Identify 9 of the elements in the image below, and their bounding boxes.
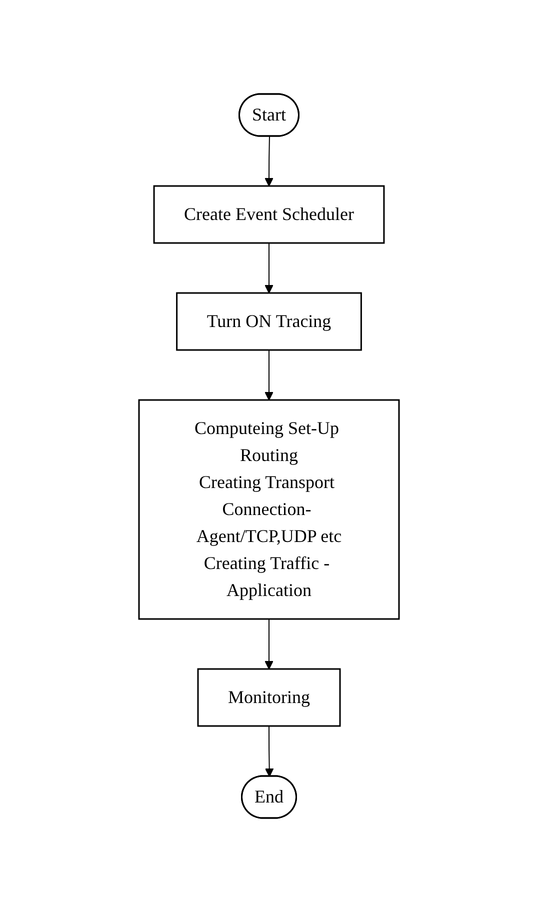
arrow <box>264 350 273 400</box>
arrow <box>264 618 273 670</box>
arrow <box>264 242 273 294</box>
node-box: Monitoring <box>196 668 340 727</box>
node-box: Computeing Set-Up Routing Creating Transport Connection- Agent/TCP,UDP etc Creating Traffic - Application <box>138 399 400 620</box>
arrow <box>264 726 274 777</box>
node-box: Create Event Scheduler <box>152 185 384 244</box>
arrow <box>264 136 273 186</box>
node-box: Turn ON Tracing <box>176 292 362 351</box>
